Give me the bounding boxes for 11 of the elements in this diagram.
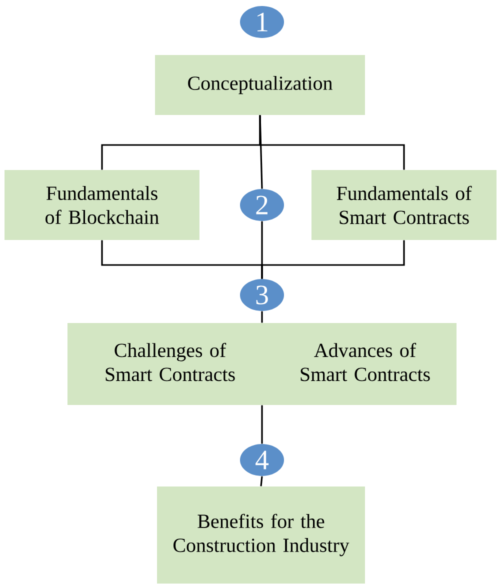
connector-line — [259, 115, 405, 170]
connector-line — [261, 405, 263, 444]
process-box: Conceptualization — [155, 55, 365, 115]
process-box: Challenges of Smart Contracts Advances of Smart Contracts — [67, 323, 457, 405]
process-box: Benefits for the Construction Industry — [157, 486, 365, 584]
connector-line — [259, 115, 263, 189]
process-box: Fundamentals of Smart Contracts — [311, 170, 497, 240]
process-box: Fundamentals of Blockchain — [4, 170, 200, 240]
connector-line — [261, 240, 405, 279]
connector-line — [261, 311, 263, 323]
connector-line — [260, 476, 263, 486]
